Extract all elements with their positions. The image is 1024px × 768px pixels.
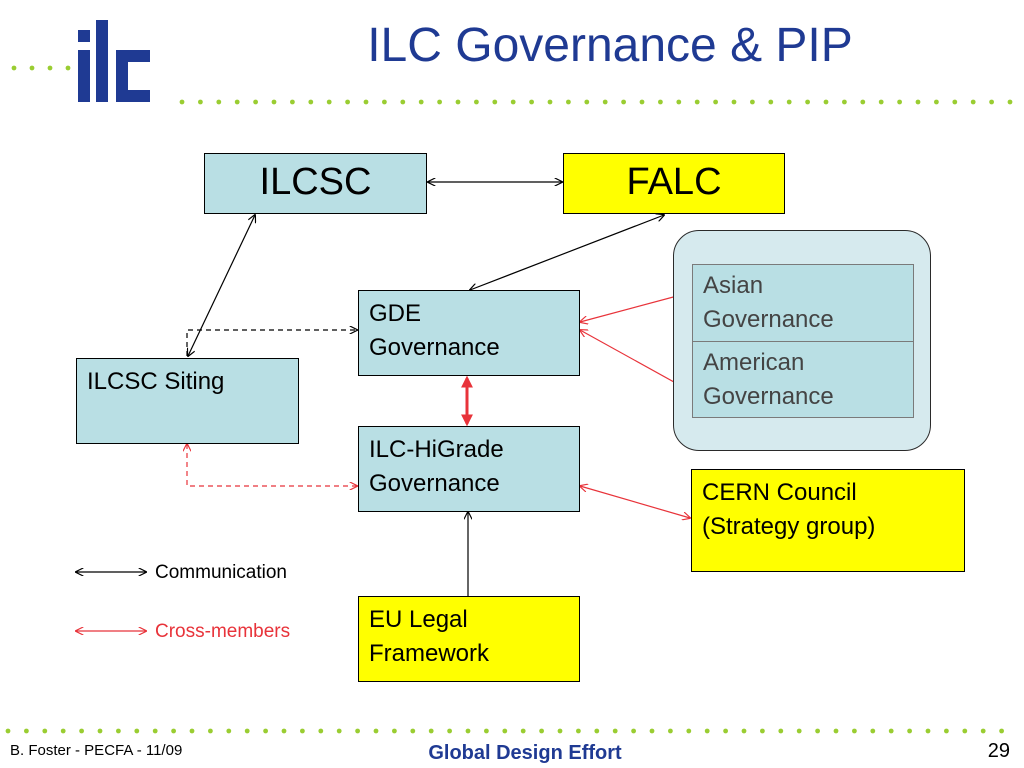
ilc-logo — [78, 20, 150, 102]
link-siting-gde-dashed — [186, 330, 357, 356]
ilcsc-label: ILCSC — [259, 161, 372, 203]
footer-org: Global Design Effort — [428, 742, 622, 764]
link-ilcsc-siting — [188, 215, 255, 356]
falc-box: FALC — [563, 153, 785, 214]
link-higrade-cern — [580, 486, 690, 518]
legend-cross-members: Cross-members — [155, 621, 291, 642]
gde-governance-box: GDE Governance — [358, 290, 580, 376]
american-governance-box: American Governance — [692, 341, 914, 418]
cern-council-box: CERN Council (Strategy group) — [691, 469, 965, 572]
ilc-higrade-box: ILC-HiGrade Governance — [358, 426, 580, 512]
ilcsc-box: ILCSC — [204, 153, 427, 214]
falc-label: FALC — [626, 161, 722, 203]
page-number: 29 — [987, 740, 1010, 762]
eu-legal-box: EU Legal Framework — [358, 596, 580, 682]
legend-communication: Communication — [155, 562, 287, 583]
page-title: ILC Governance & PIP — [367, 19, 853, 72]
link-siting-higrade-dashed — [187, 444, 357, 486]
link-falc-gde — [470, 215, 664, 290]
footer-author: B. Foster - PECFA - 11/09 — [10, 742, 183, 759]
ilcsc-siting-box: ILCSC Siting — [76, 358, 299, 444]
asian-governance-box: Asian Governance — [692, 264, 914, 342]
